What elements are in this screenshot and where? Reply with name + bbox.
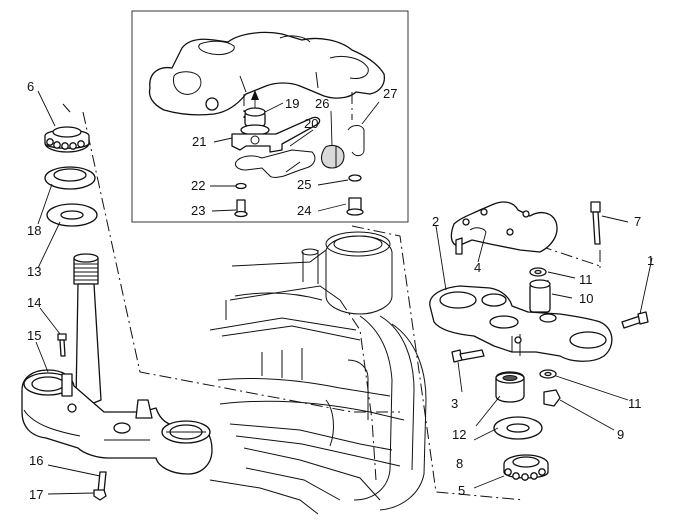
callout-labels: 1 2 3 4 5 6 7 8 9 10 11 11 12 13 14 15 1… <box>27 79 654 502</box>
callout-16: 16 <box>29 453 43 468</box>
callout-21: 21 <box>192 134 206 149</box>
callout-26: 26 <box>315 96 329 111</box>
callout-3: 3 <box>451 396 458 411</box>
callout-22: 22 <box>191 178 205 193</box>
callout-25: 25 <box>297 177 311 192</box>
callout-4: 4 <box>474 260 481 275</box>
callout-24: 24 <box>297 203 311 218</box>
callout-6: 6 <box>27 79 34 94</box>
callout-27: 27 <box>383 86 397 101</box>
callout-12: 12 <box>452 427 466 442</box>
detail-inset <box>131 10 409 223</box>
callout-20: 20 <box>304 116 318 131</box>
callout-23: 23 <box>191 203 205 218</box>
callout-9: 9 <box>617 427 624 442</box>
callout-2: 2 <box>432 214 439 229</box>
callout-14: 14 <box>27 295 41 310</box>
callout-10: 10 <box>579 291 593 306</box>
motorcycle-frame-outline <box>209 231 427 515</box>
callout-11-upper: 11 <box>579 272 593 287</box>
callout-17: 17 <box>29 487 43 502</box>
callout-1: 1 <box>647 253 654 268</box>
callout-11-lower: 11 <box>628 396 642 411</box>
callout-13: 13 <box>27 264 41 279</box>
callout-5: 5 <box>458 483 465 498</box>
callout-15: 15 <box>27 328 41 343</box>
callout-7: 7 <box>634 214 641 229</box>
lower-yoke-assembly <box>21 90 213 501</box>
upper-yoke-assembly <box>429 201 653 489</box>
callout-18: 18 <box>27 223 41 238</box>
callout-8: 8 <box>456 456 463 471</box>
callout-19: 19 <box>285 96 299 111</box>
